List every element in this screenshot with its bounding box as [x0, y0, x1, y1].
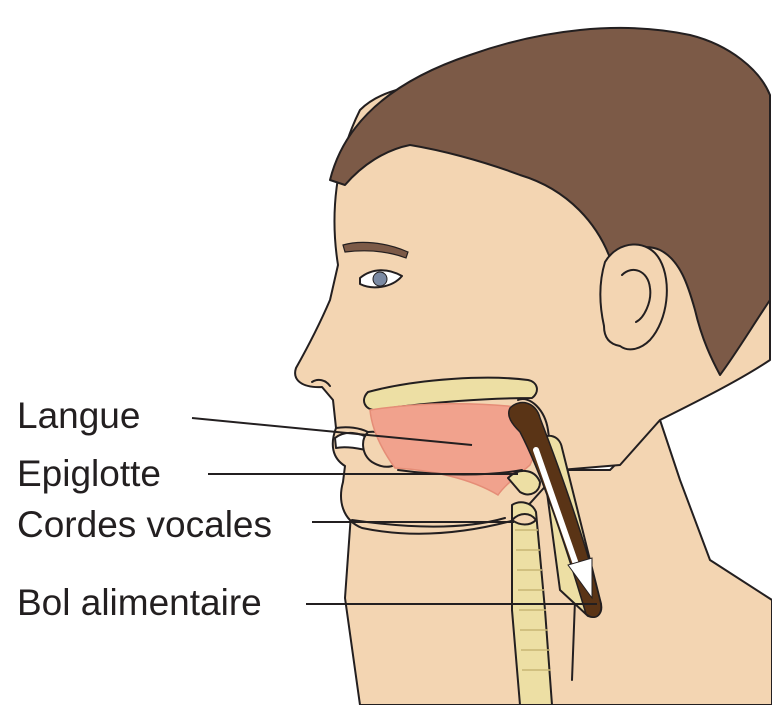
- label-vocal-cords: Cordes vocales: [17, 504, 272, 545]
- label-epiglottis: Epiglotte: [17, 453, 161, 494]
- label-food-bolus: Bol alimentaire: [17, 582, 262, 623]
- label-tongue: Langue: [17, 395, 140, 436]
- iris: [373, 272, 387, 286]
